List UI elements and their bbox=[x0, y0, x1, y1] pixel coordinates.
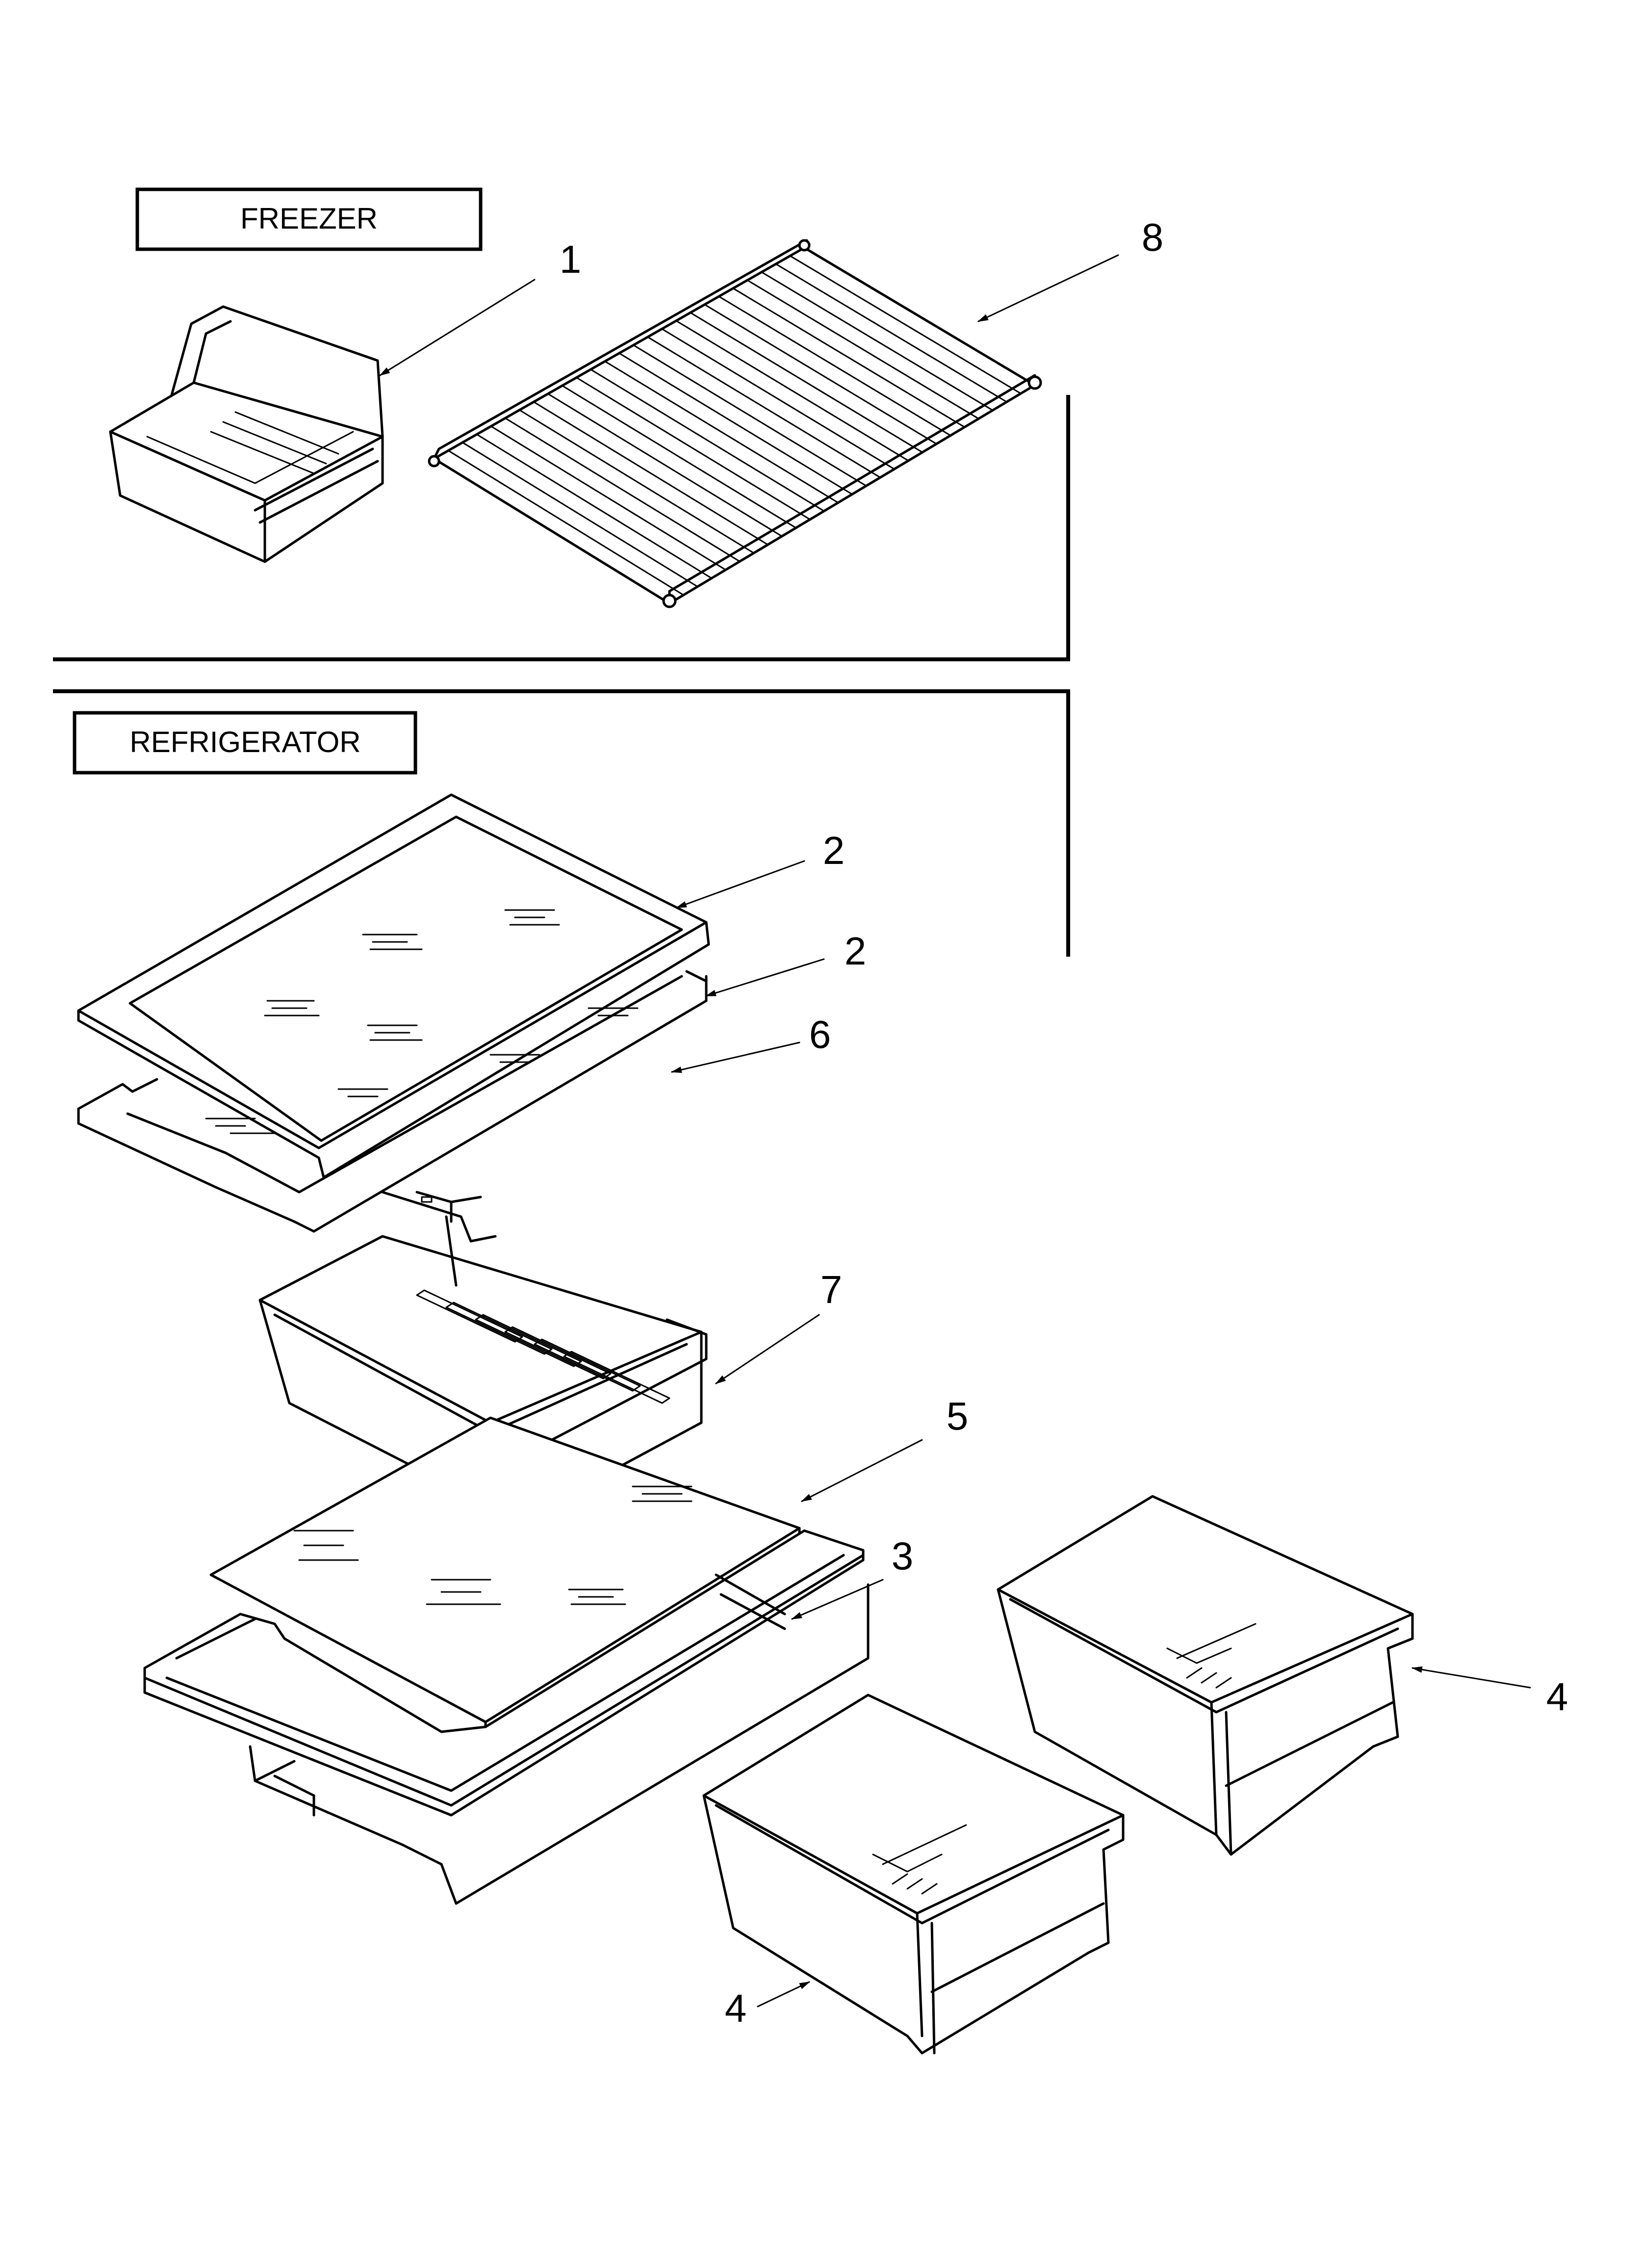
callout-2-lower: 2 bbox=[845, 929, 867, 973]
wire-rod bbox=[732, 287, 966, 428]
wire-rod bbox=[661, 328, 895, 470]
wire-rod bbox=[704, 304, 937, 445]
wire-rod bbox=[547, 393, 783, 537]
wire-rod bbox=[675, 320, 909, 462]
drawer-slot bbox=[563, 1351, 670, 1404]
leader-2a bbox=[675, 860, 805, 909]
wire-rod bbox=[718, 295, 951, 437]
wire-rod bbox=[447, 449, 685, 596]
wire-rod bbox=[761, 271, 994, 411]
callout-5: 5 bbox=[947, 1394, 969, 1438]
part-crisper-frame bbox=[143, 1529, 870, 1905]
callout-2-upper: 2 bbox=[823, 829, 845, 872]
part-glass-shelf-lower bbox=[77, 970, 708, 1233]
drawer-slot bbox=[445, 1302, 553, 1355]
drawer-slot bbox=[475, 1314, 582, 1367]
callout-4-left: 4 bbox=[725, 1986, 747, 2030]
part-glass-shelf-upper bbox=[77, 793, 710, 1179]
leader-1 bbox=[379, 279, 536, 376]
drawer-slot bbox=[534, 1338, 641, 1392]
wire-rod bbox=[633, 344, 867, 487]
leader-lines bbox=[379, 254, 1531, 2007]
leader-4-right bbox=[1411, 1666, 1531, 1689]
wire-rod bbox=[476, 433, 713, 579]
wire-rod bbox=[462, 442, 698, 588]
wire-rod bbox=[604, 361, 839, 504]
leader-5 bbox=[801, 1439, 923, 1502]
part-wire-shelf bbox=[428, 239, 1042, 608]
part-shelf-frame bbox=[381, 1191, 497, 1243]
wire-rod bbox=[433, 458, 670, 604]
wire-rod bbox=[775, 263, 1008, 403]
wire-rod bbox=[575, 377, 811, 521]
drawer-slot bbox=[416, 1289, 523, 1343]
freezer-section-label: FREEZER bbox=[135, 187, 483, 251]
wire-rod bbox=[561, 385, 797, 529]
leader-2b bbox=[705, 958, 825, 997]
wire-rod bbox=[490, 425, 727, 571]
freezer-label-text: FREEZER bbox=[240, 202, 378, 235]
part-crisper-drawer-right bbox=[997, 1495, 1414, 1856]
leader-8 bbox=[977, 254, 1119, 322]
wire-rod bbox=[618, 352, 853, 495]
wire-rod bbox=[690, 312, 924, 453]
callout-numbers: 1 8 2 2 6 7 5 3 4 4 bbox=[560, 215, 1568, 2030]
part-freezer-bin bbox=[109, 305, 384, 563]
wire-rod bbox=[803, 247, 1036, 386]
wire-rod bbox=[590, 368, 825, 512]
leader-7 bbox=[715, 1314, 820, 1384]
callout-1: 1 bbox=[560, 237, 582, 281]
callout-6: 6 bbox=[809, 1013, 831, 1056]
callout-7: 7 bbox=[821, 1268, 843, 1311]
wire-rod bbox=[647, 336, 881, 478]
leader-3 bbox=[791, 1579, 884, 1620]
part-crisper-drawer-left bbox=[702, 1694, 1125, 2055]
section-dividers bbox=[53, 395, 1070, 957]
callout-4-right: 4 bbox=[1546, 1675, 1568, 1719]
callout-8: 8 bbox=[1142, 215, 1164, 259]
wire-rod bbox=[504, 417, 741, 562]
wire-rod bbox=[533, 401, 769, 546]
callout-3: 3 bbox=[892, 1534, 914, 1578]
leader-6 bbox=[670, 1042, 800, 1073]
wire-rod bbox=[789, 255, 1022, 394]
drawer-slot bbox=[504, 1326, 612, 1380]
wire-rod bbox=[746, 279, 979, 419]
refrigerator-section-label: REFRIGERATOR bbox=[73, 711, 417, 775]
leader-4-left bbox=[757, 1981, 810, 2007]
refrigerator-label-text: REFRIGERATOR bbox=[129, 726, 360, 758]
wire-rod bbox=[518, 409, 755, 554]
